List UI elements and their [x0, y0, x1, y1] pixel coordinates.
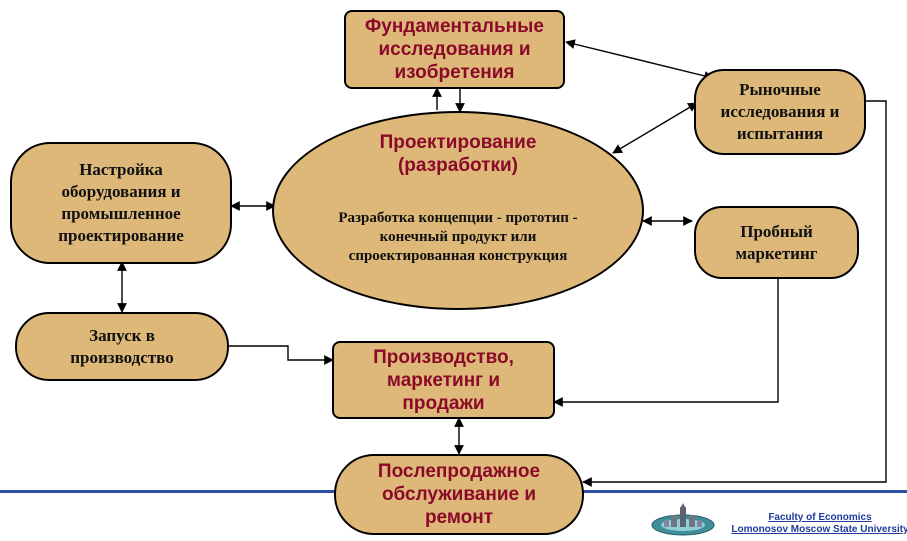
node-design: Проектирование (разработки) Разработка к…: [272, 111, 644, 310]
university-link[interactable]: Lomonosov Moscow State University: [731, 524, 907, 535]
faculty-caption: Faculty of Economics Lomonosov Moscow St…: [730, 512, 907, 536]
node-after-sales: Послепродажное обслуживание и ремонт: [334, 454, 584, 535]
node-launch-production-label: Запуск в производство: [70, 325, 174, 367]
arrow-launch-production: [228, 345, 334, 365]
faculty-link[interactable]: Faculty of Economics: [768, 512, 872, 523]
node-trial-marketing-label: Пробный маркетинг: [735, 221, 818, 263]
node-after-sales-label: Послепродажное обслуживание и ремонт: [377, 461, 541, 528]
node-setup-engineering-label: Настройка оборудования и промышленное пр…: [58, 160, 184, 245]
node-production-sales-label: Производство, маркетинг и продажи: [373, 346, 514, 414]
arrow-trial-production: [553, 278, 779, 407]
arrow-market-aftersales: [582, 100, 887, 487]
university-logo: [651, 503, 715, 536]
node-trial-marketing: Пробный маркетинг: [694, 206, 859, 279]
arrow-fund-market: [565, 39, 714, 81]
node-market-research-label: Рыночные исследования и испытания: [720, 80, 840, 143]
node-setup-engineering: Настройка оборудования и промышленное пр…: [10, 142, 232, 264]
node-fundamental-research-label: Фундаментальные исследования и изобретен…: [365, 16, 544, 83]
node-market-research: Рыночные исследования и испытания: [694, 69, 866, 155]
node-design-title: Проектирование (разработки): [379, 132, 537, 176]
node-production-sales: Производство, маркетинг и продажи: [332, 341, 555, 419]
arrow-design-market: [612, 102, 698, 154]
node-launch-production: Запуск в производство: [15, 312, 229, 381]
node-fundamental-research: Фундаментальные исследования и изобретен…: [344, 10, 565, 89]
node-design-body: Разработка концепции - прототип - конечн…: [338, 210, 578, 264]
